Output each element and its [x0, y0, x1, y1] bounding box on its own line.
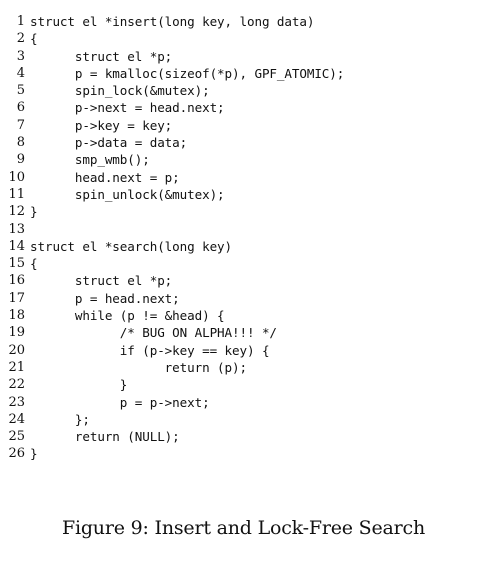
line-number: 11: [8, 186, 25, 202]
code-line: 26}: [3, 445, 483, 462]
code-text: spin_unlock(&mutex);: [30, 186, 225, 202]
code-text: /* BUG ON ALPHA!!! */: [30, 325, 277, 341]
line-number: 13: [8, 221, 25, 237]
code-line: 5 spin_lock(&mutex);: [3, 82, 483, 99]
code-text: if (p->key == key) {: [30, 342, 270, 358]
code-text: smp_wmb();: [30, 152, 150, 168]
line-number: 7: [16, 117, 25, 133]
line-number: 2: [16, 31, 25, 47]
code-line: 3 struct el *p;: [3, 48, 483, 65]
figure-caption: Figure 9: Insert and Lock-Free Search: [61, 517, 426, 539]
code-line: 1 struct el *insert(long key, long data): [3, 13, 483, 30]
code-line: 19 /* BUG ON ALPHA!!! */: [3, 324, 483, 341]
code-text: spin_lock(&mutex);: [30, 83, 210, 99]
code-line: 22 }: [3, 376, 483, 393]
line-number: 12: [8, 204, 25, 220]
code-text: }: [30, 204, 38, 220]
code-line: 20 if (p->key == key) {: [3, 342, 483, 359]
code-text: p->data = data;: [30, 135, 188, 151]
code-text: struct el *search(long key): [30, 238, 233, 254]
code-text: return (NULL);: [30, 429, 180, 445]
code-line: 24 };: [3, 411, 483, 428]
line-number: 24: [8, 411, 25, 427]
code-line: 23 p = p->next;: [3, 394, 483, 411]
code-line: 15 {: [3, 255, 483, 272]
line-number: 3: [16, 48, 25, 64]
code-line: 13: [3, 221, 483, 238]
line-number: 17: [8, 290, 25, 306]
line-number: 18: [8, 308, 25, 324]
code-line: 8 p->data = data;: [3, 134, 483, 151]
code-text: };: [30, 411, 90, 427]
line-number: 21: [8, 359, 25, 375]
code-text: p->key = key;: [30, 117, 173, 133]
line-number: 9: [16, 152, 25, 168]
code-line: 14 struct el *search(long key): [3, 238, 483, 255]
code-text: {: [30, 31, 38, 47]
code-text: }: [30, 446, 38, 462]
code-line: 18 while (p != &head) {: [3, 307, 483, 324]
code-line: 21 return (p);: [3, 359, 483, 376]
line-number: 19: [8, 325, 25, 341]
line-number: 25: [8, 429, 25, 445]
code-line: 12}: [3, 203, 483, 220]
line-number: 8: [16, 135, 25, 151]
code-line: 11 spin_unlock(&mutex);: [3, 186, 483, 203]
code-line: 9 smp_wmb();: [3, 151, 483, 168]
code-text: return (p);: [30, 359, 247, 375]
code-text: p = p->next;: [30, 394, 210, 410]
line-number: 14: [8, 238, 25, 254]
line-number: 5: [16, 83, 25, 99]
code-line: 25 return (NULL);: [3, 428, 483, 445]
code-line: 6 p->next = head.next;: [3, 99, 483, 116]
line-number: 16: [8, 273, 25, 289]
code-text: p = head.next;: [30, 290, 180, 306]
line-number: 23: [8, 394, 25, 410]
code-line: 2{: [3, 30, 483, 47]
line-number: 6: [16, 100, 25, 116]
code-text: while (p != &head) {: [30, 308, 225, 324]
code-text: p->next = head.next;: [30, 100, 225, 116]
line-number: 20: [8, 342, 25, 358]
line-number: 26: [8, 446, 25, 462]
code-text: struct el *insert(long key, long data): [30, 14, 315, 29]
code-text: head.next = p;: [30, 169, 180, 185]
code-text: {: [30, 256, 38, 272]
line-number: 4: [16, 65, 25, 81]
code-text: struct el *p;: [30, 273, 173, 289]
line-number: 15: [8, 256, 25, 272]
code-line: 16 struct el *p;: [3, 272, 483, 289]
line-number: 1: [16, 14, 25, 29]
code-line: 7 p->key = key;: [3, 117, 483, 134]
code-line: 10 head.next = p;: [3, 169, 483, 186]
code-line: 4 p = kmalloc(sizeof(*p), GPF_ATOMIC);: [3, 65, 483, 82]
code-text: struct el *p;: [30, 48, 173, 64]
code-line: 17 p = head.next;: [3, 290, 483, 307]
line-number: 10: [8, 169, 25, 185]
code-text: p = kmalloc(sizeof(*p), GPF_ATOMIC);: [30, 65, 345, 81]
code-text: }: [30, 377, 128, 393]
line-number: 22: [8, 377, 25, 393]
